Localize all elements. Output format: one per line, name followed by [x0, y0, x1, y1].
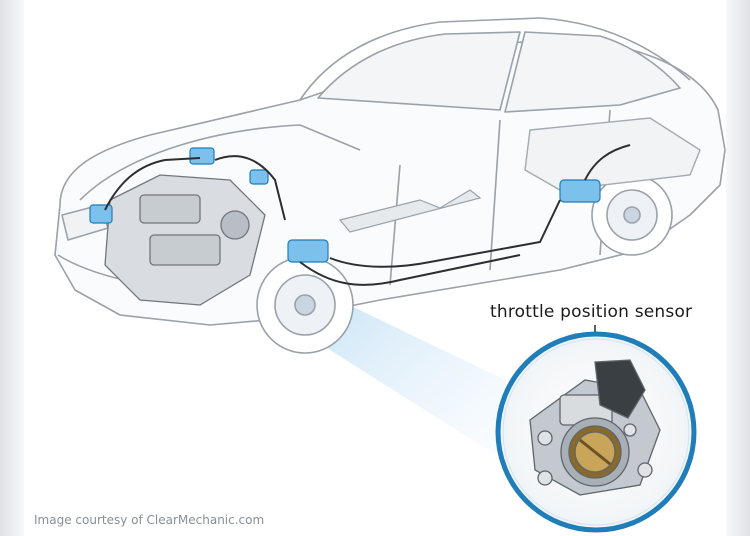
sensor-modules	[89, 147, 601, 263]
front-wheel	[256, 256, 354, 354]
fuel-tank	[524, 117, 701, 191]
rear-wheel	[591, 174, 673, 256]
left-edge-shade	[0, 0, 24, 536]
engine-block	[104, 174, 266, 306]
wiring-lines	[104, 144, 631, 286]
throttle-body-icon	[529, 359, 661, 496]
exhaust-pipe	[338, 189, 482, 233]
right-edge-shade	[726, 0, 750, 536]
sensor-label: throttle position sensor	[490, 302, 693, 322]
image-credit: Image courtesy of ClearMechanic.com	[34, 513, 265, 527]
